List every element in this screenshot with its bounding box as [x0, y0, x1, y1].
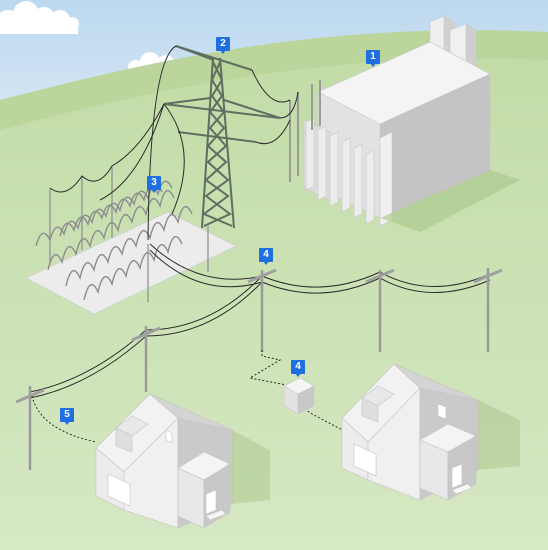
pad-mount-transformer [283, 377, 315, 415]
house-right-shadow [478, 400, 520, 470]
utility-poles [28, 268, 490, 470]
marker-distribution-pole[interactable]: 4 [259, 248, 273, 265]
marker-2-label: 2 [216, 37, 230, 51]
pole-crossarms [15, 268, 503, 404]
marker-5-label: 5 [60, 408, 74, 422]
map-pin-icon [370, 63, 376, 67]
marker-substation[interactable]: 3 [147, 176, 161, 193]
house-right [341, 363, 479, 501]
transmission-tower [163, 45, 281, 229]
marker-power-plant[interactable]: 1 [366, 50, 380, 67]
marker-transmission-tower[interactable]: 2 [216, 37, 230, 54]
power-plant [289, 15, 491, 227]
plant-shadow [380, 170, 520, 232]
marker-4b-label: 4 [291, 360, 305, 374]
marker-service-drop[interactable]: 5 [60, 408, 74, 425]
marker-4-label: 4 [259, 248, 273, 262]
map-pin-icon [64, 421, 70, 425]
map-pin-icon [295, 373, 301, 377]
house-left-shadow [232, 430, 270, 504]
map-pin-icon [263, 261, 269, 265]
map-pin-icon [151, 189, 157, 193]
marker-3-label: 3 [147, 176, 161, 190]
marker-pad-mount-transformer[interactable]: 4 [291, 360, 305, 377]
map-pin-icon [220, 50, 226, 54]
cloud-left [0, 1, 79, 34]
marker-1-label: 1 [366, 50, 380, 64]
house-left [95, 393, 233, 529]
